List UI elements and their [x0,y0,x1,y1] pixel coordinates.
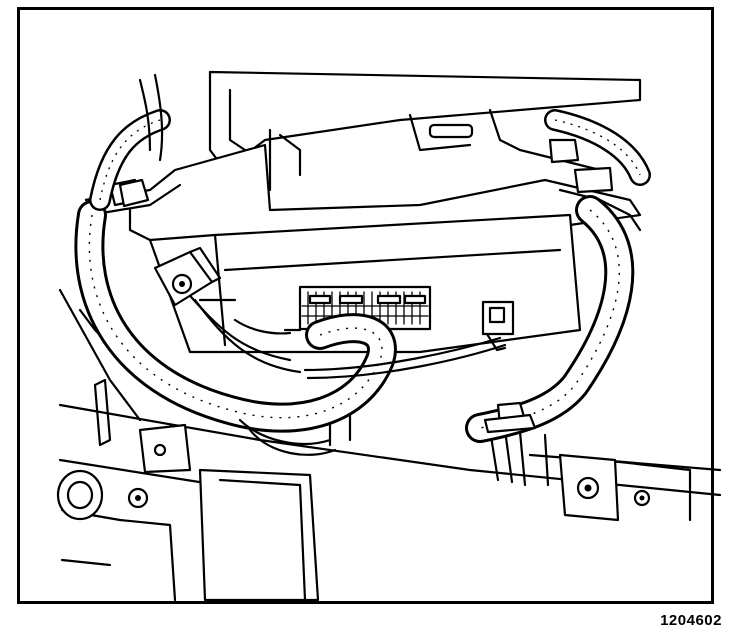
harness-clips [118,178,537,434]
figure-border [17,7,714,604]
upper-dash-panel [208,70,642,192]
left-round-part [56,469,149,521]
electronic-module [148,213,582,354]
figure-id-label: 1204602 [660,612,722,629]
lower-dash-panel [58,288,722,602]
thin-wires [138,73,507,456]
left-square-connector [153,246,222,307]
right-lower-bracket [488,428,651,522]
small-connector [481,300,515,352]
left-bracket [93,378,192,474]
